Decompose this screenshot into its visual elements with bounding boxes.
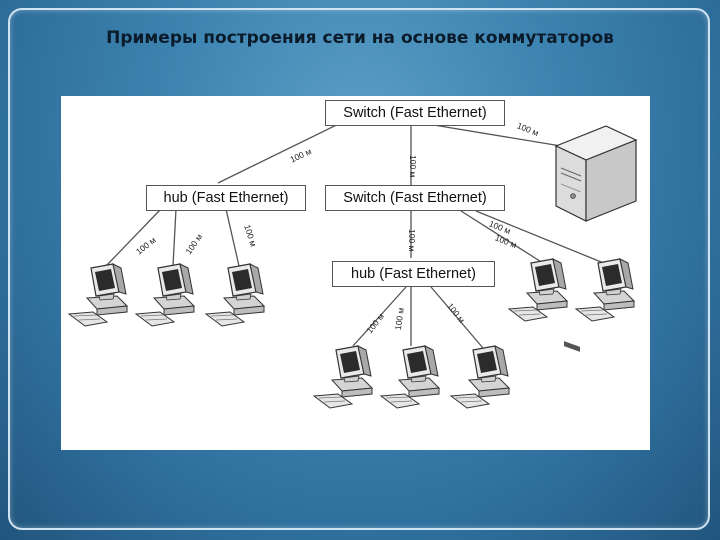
desktop-computer-icon xyxy=(68,263,128,327)
network-diagram: 100 м 100 м 100 м 100 м 100 м 100 м 100 … xyxy=(61,96,650,450)
link-label: 100 м xyxy=(408,155,418,178)
link-label: 100 м xyxy=(288,146,313,165)
desktop-computer-icon xyxy=(205,263,265,327)
link-label: 100 м xyxy=(364,311,386,335)
diagram-canvas: 100 м 100 м 100 м 100 м 100 м 100 м 100 … xyxy=(68,112,638,409)
server-tower-icon xyxy=(554,125,638,352)
link-label: 100 м xyxy=(134,235,158,257)
link-label: 100 м xyxy=(494,232,519,250)
desktop-computer-icon xyxy=(450,345,510,409)
desktop-computer-icon xyxy=(575,258,635,322)
switch-mid-node: Switch (Fast Ethernet) xyxy=(325,185,505,211)
hub-bottom-node: hub (Fast Ethernet) xyxy=(332,261,495,287)
switch-top-node: Switch (Fast Ethernet) xyxy=(325,100,505,126)
link-label: 100 м xyxy=(516,120,541,138)
link-label: 100 м xyxy=(183,232,204,256)
desktop-computer-icon xyxy=(313,345,373,409)
slide-frame xyxy=(8,8,710,530)
desktop-computer-icon xyxy=(380,345,440,409)
link-label: 100 м xyxy=(407,229,417,252)
slide-title: Примеры построения сети на основе коммут… xyxy=(106,28,614,48)
hub-left-node: hub (Fast Ethernet) xyxy=(146,185,306,211)
link-label: 100 м xyxy=(393,307,406,331)
desktop-computer-icon xyxy=(508,258,568,322)
link-label: 100 м xyxy=(242,223,258,248)
link-label: 100 м xyxy=(445,301,467,325)
desktop-computer-icon xyxy=(135,263,195,327)
